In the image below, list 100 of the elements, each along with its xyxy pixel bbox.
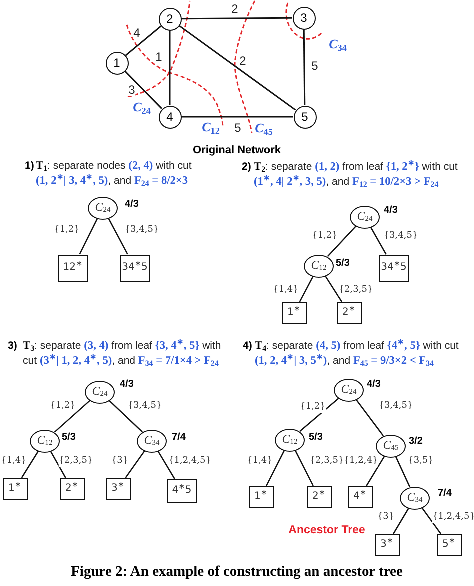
edge-label: 4 bbox=[134, 27, 140, 39]
edge-label: {1,2} bbox=[54, 226, 80, 236]
tree-edge bbox=[325, 276, 343, 302]
section-title: Original Network bbox=[192, 146, 282, 156]
edge-label: 2 bbox=[232, 3, 238, 15]
tree-edge bbox=[79, 218, 98, 255]
edge-label: {2,3,5} bbox=[338, 286, 374, 296]
cut-node: C$_{45}$ bbox=[376, 434, 406, 458]
leaf-box: 1$^{∗}$ bbox=[248, 486, 274, 508]
cut-node: C$_{12}$ bbox=[275, 428, 305, 452]
edge-label: 2 bbox=[240, 55, 246, 67]
edge-label: {3} bbox=[377, 513, 395, 523]
score-label: 5/3 bbox=[336, 258, 350, 269]
tree-edge bbox=[393, 508, 410, 534]
cut-node: C$_{34}$ bbox=[400, 486, 430, 510]
cut-node: C$_{12}$ bbox=[304, 254, 334, 278]
edge-label: {1,2,4,5} bbox=[432, 513, 474, 523]
leaf-box: 5$^{∗}$ bbox=[436, 534, 462, 556]
step-heading: T$_{2}$: separate (1, 2) from leaf {1, 2$^{∗}$} with cut (1$^{∗}$, 4| 2$^{∗}$, 3, 5), and F$_{12}$ = 10/2×3 > F$_{24}$ bbox=[254, 160, 459, 189]
edge-label: {3,4,5} bbox=[124, 226, 160, 236]
score-label: 4/3 bbox=[367, 379, 381, 390]
network-node: 4 bbox=[158, 106, 182, 128]
leaf-box: 2$^{∗}$ bbox=[60, 478, 84, 500]
tree-edge bbox=[366, 456, 386, 486]
score-label: 3/2 bbox=[409, 436, 423, 447]
edge-label: {1,2} bbox=[312, 232, 338, 242]
step-heading: T$_{3}$: separate (3, 4) from leaf {3, 4$^{∗}$, 5} with cut (3$^{∗}$| 1, 2, 4$^{∗}$, 5), and F$_{34}$ = 7/1×4 > F$_{24}$ bbox=[23, 339, 222, 368]
tree-edge bbox=[54, 400, 91, 433]
step-heading: T$_{1}$: separate nodes (2, 4) with cut (1, 2$^{∗}$| 3, 4$^{∗}$, 5), and F$_{24}$ = 8/2×3 bbox=[36, 159, 193, 188]
edge-label: {1,4} bbox=[273, 286, 299, 296]
edge-label: {3,5} bbox=[408, 457, 434, 467]
leaf-box: 1$^{∗}$ bbox=[2, 478, 28, 500]
edge-label: {3,4,5} bbox=[378, 402, 414, 412]
score-label: 5/3 bbox=[62, 432, 76, 443]
edge-label: 3 bbox=[128, 84, 136, 96]
cut-node: C$_{24}$ bbox=[334, 378, 364, 402]
cut-node: C$_{12}$ bbox=[30, 430, 60, 452]
tree-edge bbox=[109, 400, 143, 433]
edge-label: 5 bbox=[312, 60, 318, 72]
score-label: 7/4 bbox=[172, 432, 186, 443]
edge-label: 1 bbox=[156, 51, 162, 63]
edge-label: {1,2} bbox=[50, 402, 76, 412]
edge-label: 5 bbox=[234, 122, 242, 134]
tree-edge bbox=[370, 227, 387, 255]
tree-edge bbox=[158, 451, 176, 480]
network-node: 3 bbox=[292, 6, 316, 30]
tree-edge bbox=[50, 451, 66, 478]
cut-node: C$_{24}$ bbox=[88, 196, 118, 220]
score-label: 4/3 bbox=[120, 379, 134, 390]
leaf-box: 1$^{∗}$ bbox=[282, 302, 306, 324]
edge-label: {3,4,5} bbox=[128, 402, 162, 412]
leaf-box: 3$^{∗}$ bbox=[106, 478, 130, 500]
step-number: 1) bbox=[25, 159, 34, 174]
leaf-box: 4$^{∗}$5 bbox=[167, 479, 197, 503]
tree-edge bbox=[422, 508, 442, 534]
cut-node: C$_{24}$ bbox=[350, 206, 380, 228]
tree-edge bbox=[125, 450, 146, 478]
network-edge bbox=[124, 70, 162, 110]
tree-edge bbox=[356, 400, 384, 436]
step-number: 2) bbox=[242, 160, 252, 174]
edge-label: {2,3,5} bbox=[310, 457, 344, 467]
tree-edge bbox=[299, 276, 314, 302]
leaf-box: 34$^{∗}$5 bbox=[379, 254, 409, 282]
edge-label: {1,2} bbox=[300, 403, 326, 413]
tree-edge bbox=[108, 218, 128, 255]
leaf-box: 34$^{∗}$5 bbox=[120, 254, 150, 282]
network-edge bbox=[303, 30, 306, 106]
leaf-box: 2$^{∗}$ bbox=[336, 302, 362, 324]
network-node: 5 bbox=[294, 106, 316, 128]
step-heading: T$_{4}$: separate (4, 5) from leaf {4$^{∗}$, 5} with cut (1, 2, 4$^{∗}$| 3, 5$^{∗}$), and F$_{45}$ = 9/3×2 < F$_{34}$ bbox=[255, 339, 460, 368]
cut-node: C$_{24}$ bbox=[85, 380, 115, 404]
network-edge bbox=[169, 30, 171, 106]
edge-label: {3} bbox=[111, 457, 129, 467]
edge-label: {1,4} bbox=[1, 457, 27, 467]
figure-caption: Figure 2: An example of constructing an ancestor tree bbox=[70, 565, 404, 581]
edge-label: {3,4,5} bbox=[384, 232, 418, 242]
edge-label: {1,4} bbox=[247, 457, 273, 467]
cut-label: C$_{45}$ bbox=[255, 122, 273, 134]
tree-edge bbox=[300, 398, 340, 432]
tree-edge bbox=[395, 456, 411, 488]
score-label: 7/4 bbox=[438, 488, 452, 499]
edge-label: {1,2,4,5} bbox=[168, 457, 212, 467]
cut-node: C$_{34}$ bbox=[137, 430, 167, 452]
network-node: 2 bbox=[158, 8, 182, 30]
edge-label: {2,3,5} bbox=[58, 457, 94, 467]
network-edge bbox=[182, 17, 292, 20]
tree-edge bbox=[266, 450, 286, 486]
tree-edge bbox=[294, 450, 314, 486]
step-number: 3) bbox=[8, 339, 18, 354]
network-edge bbox=[182, 116, 294, 118]
leaf-box: 2$^{∗}$ bbox=[306, 486, 332, 508]
leaf-box: 3$^{∗}$ bbox=[374, 534, 400, 556]
cut-label: C$_{24}$ bbox=[133, 100, 151, 114]
score-label: 4/3 bbox=[384, 205, 398, 216]
edge-label: {1,2,4} bbox=[344, 457, 378, 467]
step-number: 4) bbox=[243, 339, 252, 354]
tree-edge bbox=[21, 451, 40, 478]
network-node: 1 bbox=[106, 52, 128, 74]
score-label: 4/3 bbox=[125, 199, 139, 210]
cut-label: C$_{12}$ bbox=[202, 120, 220, 134]
